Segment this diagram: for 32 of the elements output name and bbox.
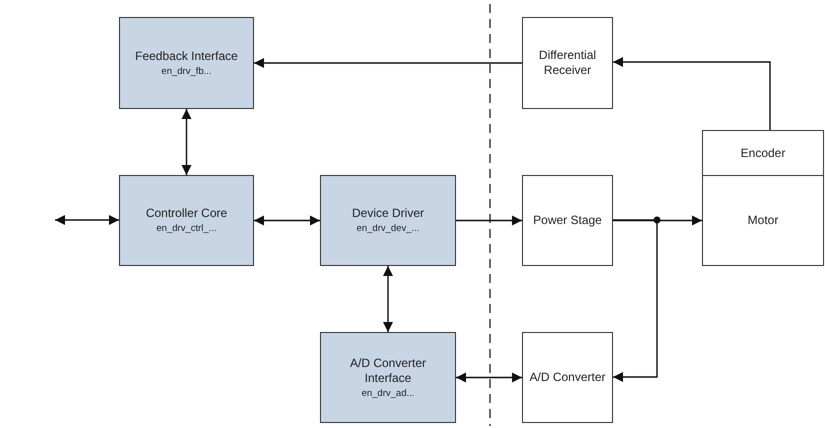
block-box bbox=[119, 17, 254, 109]
arrow bbox=[456, 216, 522, 226]
arrow bbox=[456, 372, 522, 382]
module-name: en_drv_ctrl_... bbox=[156, 222, 217, 235]
block-box bbox=[320, 332, 456, 423]
block-title: A/D Converter bbox=[529, 370, 606, 385]
arrow bbox=[613, 219, 658, 382]
block-box bbox=[119, 175, 254, 266]
block-title: Controller Core bbox=[146, 206, 228, 221]
block-box bbox=[320, 175, 456, 266]
block-box bbox=[522, 175, 613, 266]
module-name: en_drv_dev_... bbox=[356, 222, 420, 235]
block-box bbox=[702, 130, 824, 176]
block-title: Encoder bbox=[740, 146, 786, 160]
arrow bbox=[254, 58, 522, 68]
block-title: Power Stage bbox=[533, 213, 602, 228]
block-box bbox=[702, 175, 824, 266]
module-name: en_drv_fb... bbox=[161, 64, 212, 78]
arrow bbox=[383, 266, 393, 332]
block-title: Differential Receiver bbox=[538, 48, 598, 78]
block-title: A/D Converter Interface bbox=[348, 356, 428, 386]
block-box bbox=[522, 17, 613, 109]
block-title: Feedback Interface bbox=[135, 48, 238, 64]
arrow bbox=[613, 57, 771, 131]
module-name: en_drv_ad... bbox=[362, 386, 414, 400]
arrow bbox=[55, 215, 119, 225]
block-title: Motor bbox=[748, 213, 778, 228]
block-box bbox=[522, 332, 613, 423]
block-title: Device Driver bbox=[352, 206, 424, 221]
arrow bbox=[254, 216, 320, 226]
arrow bbox=[182, 109, 192, 175]
arrow bbox=[613, 216, 702, 226]
